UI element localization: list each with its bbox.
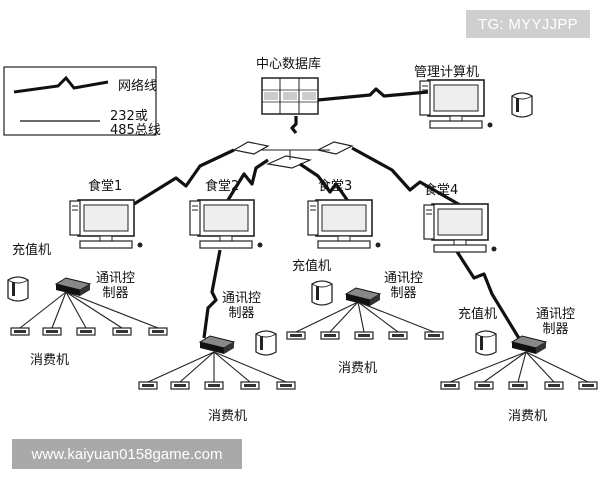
recharge-label-3: 充值机	[292, 259, 332, 274]
controller-1-label-line2: 制器	[102, 285, 129, 301]
recharge-machine-2	[255, 330, 277, 356]
controller-1-label: 通讯控 制器	[96, 271, 136, 302]
canteen-2-computer	[189, 199, 264, 249]
controller-1-label-line1: 通讯控	[96, 271, 136, 286]
admin-storage	[511, 92, 533, 118]
network-links	[133, 87, 522, 341]
comm-controller-1	[55, 277, 91, 297]
network-hub	[232, 141, 354, 169]
controller-2-label: 通讯控 制器	[222, 291, 262, 322]
consumer-label-1: 消费机	[30, 353, 70, 368]
consumer-label-3: 消费机	[338, 361, 378, 376]
admin-computer	[419, 79, 494, 129]
legend-box	[3, 66, 157, 136]
recharge-label-4: 充值机	[458, 307, 498, 322]
comm-controller-3	[345, 287, 381, 307]
controller-3-label: 通讯控 制器	[384, 271, 424, 302]
recharge-machine-1	[7, 276, 29, 302]
legend-network-line	[13, 75, 109, 94]
bus-lines	[19, 291, 589, 383]
controller-3-label-line1: 通讯控	[384, 271, 424, 286]
legend-bus-label-1: 232或	[110, 109, 148, 124]
controller-2-label-line1: 通讯控	[222, 291, 262, 306]
canteen-4-label: 食堂4	[424, 183, 459, 198]
controller-2-label-line2: 制器	[228, 305, 255, 321]
controller-4-label-line2: 制器	[542, 321, 569, 337]
controller-3-label-line2: 制器	[390, 285, 417, 301]
database-label: 中心数据库	[256, 57, 322, 72]
canteen-3-label: 食堂3	[318, 179, 353, 194]
consumer-label-4: 消费机	[508, 409, 548, 424]
legend-bus-label-2: 485总线	[110, 123, 161, 138]
url-watermark: www.kaiyuan0158game.com	[12, 439, 242, 469]
consumer-label-2: 消费机	[208, 409, 248, 424]
canteen-4-computer	[423, 203, 498, 253]
canteen-1-computer	[69, 199, 144, 249]
comm-controller-4	[511, 335, 547, 355]
tg-watermark: TG: MYYJJPP	[466, 10, 590, 38]
controller-4-label-line1: 通讯控	[536, 307, 576, 322]
database-server	[261, 77, 319, 115]
admin-pc-label: 管理计算机	[414, 65, 480, 80]
legend-network-label: 网络线	[118, 79, 158, 94]
canteen-1-label: 食堂1	[88, 179, 123, 194]
recharge-machine-3	[311, 280, 333, 306]
recharge-machine-4	[475, 330, 497, 356]
canteen-2-label: 食堂2	[205, 179, 240, 194]
recharge-label-1: 充值机	[12, 243, 52, 258]
comm-controller-2	[199, 335, 235, 355]
canteen-3-computer	[307, 199, 382, 249]
controller-4-label: 通讯控 制器	[536, 307, 576, 338]
